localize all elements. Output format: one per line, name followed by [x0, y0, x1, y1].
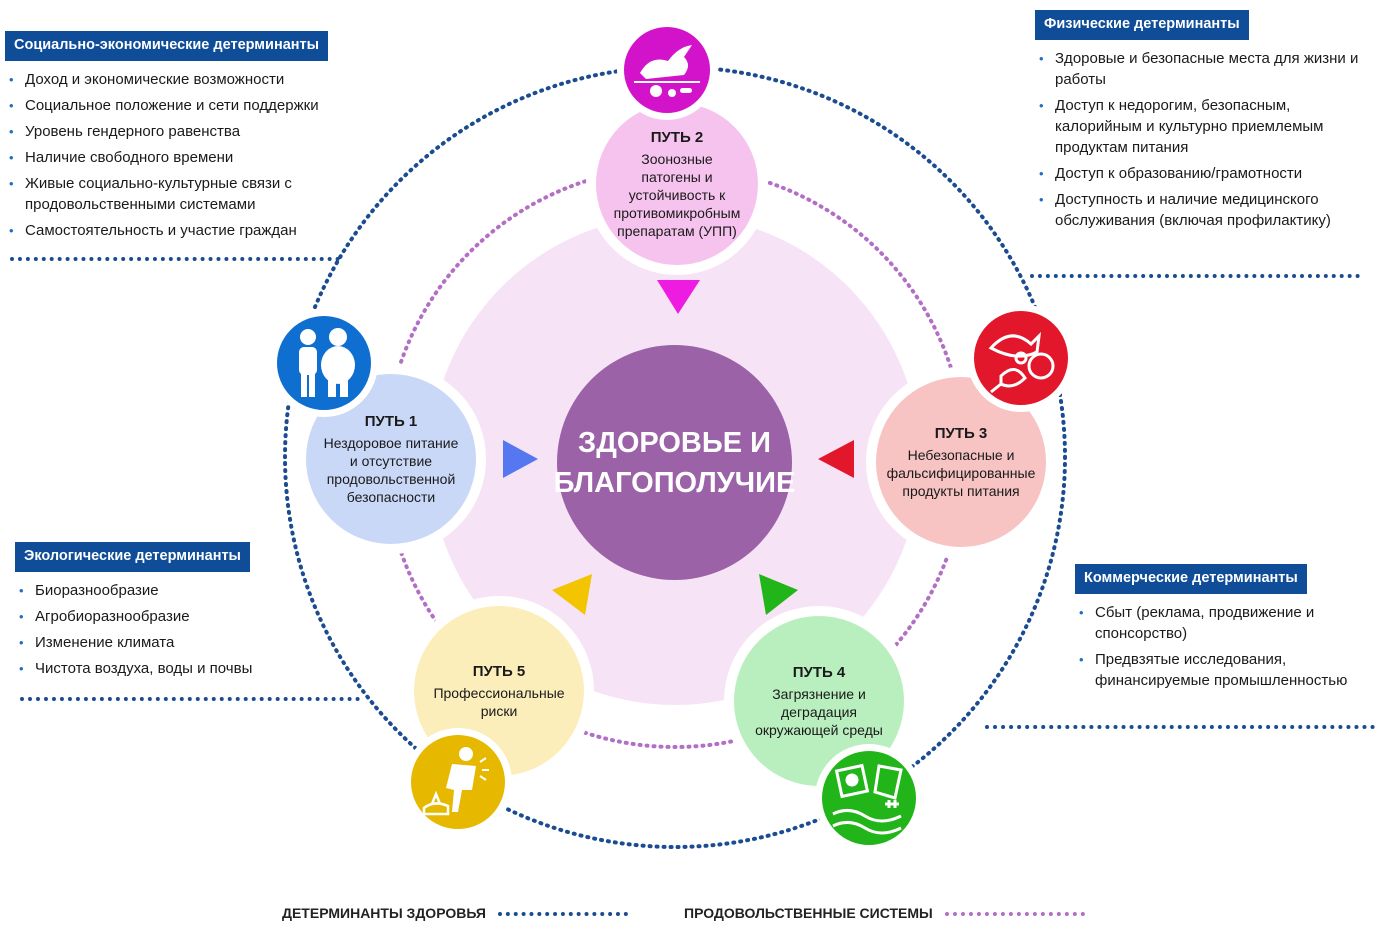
legend-food-label: ПРОДОВОЛЬСТВЕННЫЕ СИСТЕМЫ: [684, 905, 933, 921]
pathway-4-desc: Загрязнение и деградация окружающей сред…: [755, 685, 883, 738]
arrow-path-3: [818, 440, 854, 478]
arrow-path-4: [759, 574, 798, 615]
commercial-panel: Коммерческие детерминанты Сбыт (реклама,…: [1075, 564, 1355, 696]
ecological-item: Агробиоразнообразие: [15, 606, 315, 627]
ecological-heading: Экологические детерминанты: [15, 542, 250, 572]
center-health-wellbeing: ЗДОРОВЬЕ И БЛАГОПОЛУЧИЕ: [554, 345, 795, 580]
pathway-4-node: ПУТЬ 4 Загрязнение и деградация окружающ…: [724, 606, 914, 796]
pathway-1-title: ПУТЬ 1: [364, 412, 418, 430]
physical-item: Здоровые и безопасные места для жизни и …: [1035, 48, 1360, 90]
worker-injury-icon: [404, 728, 512, 836]
arrow-path-1: [503, 440, 538, 478]
ecological-divider: [20, 697, 360, 701]
pathway-3-title: ПУТЬ 3: [934, 424, 988, 442]
physical-item: Доступ к недорогим, безопасным, калорийн…: [1035, 95, 1360, 158]
arrow-path-5: [552, 574, 592, 615]
socio-item: Самостоятельность и участие граждан: [5, 220, 365, 241]
pathway-2-title: ПУТЬ 2: [650, 128, 704, 146]
health-determinants-ring: [283, 65, 1067, 849]
physical-heading: Физические детерминанты: [1035, 10, 1249, 40]
arrow-path-2: [657, 280, 700, 314]
legend-food: ПРОДОВОЛЬСТВЕННЫЕ СИСТЕМЫ: [684, 905, 1085, 921]
socio-item: Социальное положение и сети поддержки: [5, 95, 365, 116]
commercial-item: Сбыт (реклама, продвижение и спонсорство…: [1075, 602, 1355, 644]
commercial-item: Предвзятые исследования, финансируемые п…: [1075, 649, 1355, 691]
pathway-1-desc: Нездоровое питание и отсутствие продовол…: [323, 434, 459, 505]
contaminated-food-icon: [967, 304, 1075, 412]
commercial-divider: [985, 725, 1375, 729]
pollution-icon: [815, 744, 923, 852]
ecological-panel: Экологические детерминанты Биоразнообраз…: [15, 542, 315, 684]
pathway-2-node: ПУТЬ 2 Зоонозные патогены и устойчивость…: [586, 93, 768, 275]
socio-economic-panel: Социально-экономические детерминанты Дох…: [5, 31, 365, 246]
physical-item: Доступ к образованию/грамотности: [1035, 163, 1360, 184]
socio-heading: Социально-экономические детерминанты: [5, 31, 329, 61]
pathway-4-title: ПУТЬ 4: [792, 663, 846, 681]
pathway-2-desc: Зоонозные патогены и устойчивость к прот…: [613, 150, 741, 239]
socio-item: Доход и экономические возможности: [5, 69, 365, 90]
ecological-item: Чистота воздуха, воды и почвы: [15, 658, 315, 679]
socio-item: Уровень гендерного равенства: [5, 121, 365, 142]
socio-divider: [10, 257, 340, 261]
socio-item: Наличие свободного времени: [5, 147, 365, 168]
commercial-heading: Коммерческие детерминанты: [1075, 564, 1307, 594]
physical-panel: Физические детерминанты Здоровые и безоп…: [1035, 10, 1360, 236]
animals-pathogens-icon: [617, 20, 717, 120]
legend-health-label: ДЕТЕРМИНАНТЫ ЗДОРОВЬЯ: [282, 905, 486, 921]
socio-item: Живые социально-культурные связи с продо…: [5, 173, 365, 215]
center-line-2: БЛАГОПОЛУЧИЕ: [553, 466, 796, 499]
physical-divider: [1030, 274, 1360, 278]
legend-health: ДЕТЕРМИНАНТЫ ЗДОРОВЬЯ: [282, 905, 628, 921]
center-line-1: ЗДОРОВЬЕ И: [578, 426, 771, 459]
physical-item: Доступность и наличие медицинского обслу…: [1035, 189, 1360, 231]
pathway-5-desc: Профессиональные риски: [433, 684, 565, 719]
children-body-size-icon: [270, 309, 378, 417]
pathway-3-node: ПУТЬ 3 Небезопасные и фальсифицированные…: [866, 367, 1056, 557]
pathway-3-desc: Небезопасные и фальсифицированные продук…: [886, 446, 1036, 499]
ecological-item: Биоразнообразие: [15, 580, 315, 601]
pathway-5-title: ПУТЬ 5: [472, 662, 526, 680]
legend-food-line: [944, 912, 1085, 917]
ecological-item: Изменение климата: [15, 632, 315, 653]
legend-health-line: [497, 912, 628, 917]
